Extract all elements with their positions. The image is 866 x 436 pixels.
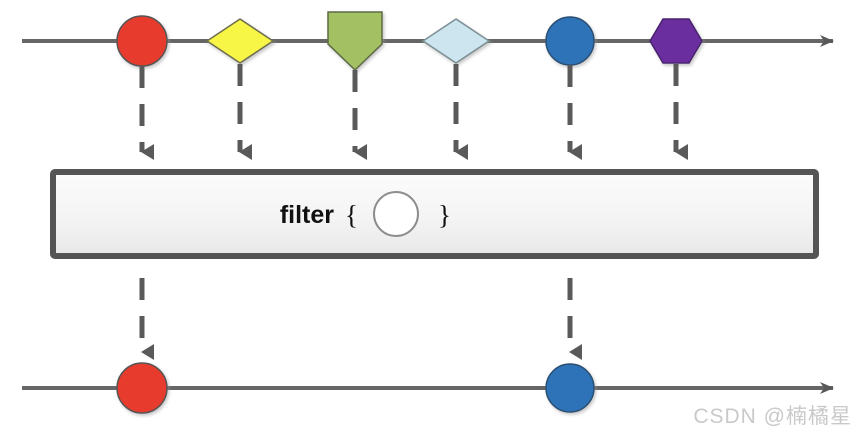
filter-close-brace: } [438, 200, 451, 230]
white-circle-icon [373, 191, 419, 237]
filter-box-rect[interactable] [50, 169, 819, 259]
input-stream-group [22, 11, 834, 72]
filter-open-brace: { [345, 200, 358, 230]
filter-operator-label: filter [280, 201, 334, 229]
item-yellow-diamond[interactable] [205, 18, 275, 64]
input-dashed-arrows [139, 64, 688, 160]
filter-operator-box[interactable]: filter { } [50, 169, 819, 259]
item-purple-hexagon[interactable] [649, 18, 703, 64]
item-lightblue-diamond[interactable] [421, 18, 491, 64]
out-blue-circle[interactable] [545, 363, 595, 413]
output-dashed-arrows [139, 278, 582, 360]
item-red-circle[interactable] [116, 15, 168, 67]
out-red-circle[interactable] [116, 362, 168, 414]
item-blue-circle[interactable] [545, 16, 595, 66]
item-green-pentagon[interactable] [327, 11, 383, 72]
output-stream-group [22, 362, 834, 414]
csdn-watermark: CSDN @楠橘星 [693, 405, 852, 428]
